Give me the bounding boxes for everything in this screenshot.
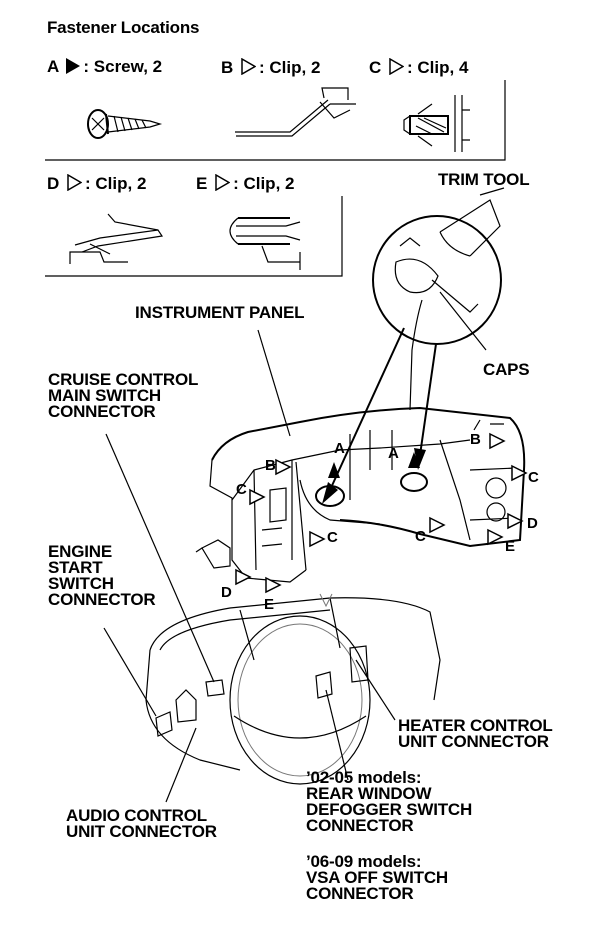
fastener-e-letter: E (196, 174, 208, 193)
fastener-c-desc: : Clip, 4 (407, 58, 469, 77)
trim-tool-circle (372, 187, 505, 345)
marker-b-left: B (265, 457, 276, 474)
marker-c-4: C (415, 528, 426, 545)
open-triangle-icon (241, 57, 257, 79)
marker-b-right: B (470, 431, 481, 448)
fastener-d-desc: : Clip, 2 (85, 174, 147, 193)
vsa-line-1: ’06-09 models: (306, 852, 422, 871)
engine-line-1: ENGINE (48, 542, 112, 561)
clip-b-illustration (235, 87, 356, 137)
page-title: Fastener Locations (47, 18, 200, 37)
rear-window-line-1: ’02-05 models: (306, 768, 422, 787)
vsa-line-3: CONNECTOR (306, 884, 414, 903)
cruise-control-connector-label: CRUISE CONTROL MAIN SWITCH CONNECTOR (48, 370, 199, 421)
fastener-a-key: A : Screw, 2 (47, 58, 162, 76)
screw-illustration (87, 109, 163, 139)
marker-e-left: E (264, 596, 274, 613)
legend-frame-bottom (45, 196, 343, 277)
instrument-panel-label: INSTRUMENT PANEL (135, 303, 305, 322)
clip-d-illustration (69, 213, 164, 264)
legend-frame-top (45, 80, 506, 161)
caps-leader (439, 291, 487, 351)
vsa-line-2: VSA OFF SWITCH (306, 868, 449, 887)
rear-window-line-4: CONNECTOR (306, 816, 414, 835)
rear-window-defogger-label: ’02-05 models: REAR WINDOW DEFOGGER SWIT… (306, 768, 473, 835)
magnify-arrows (322, 327, 437, 504)
clip-markers (235, 432, 528, 594)
marker-c-1: C (236, 481, 247, 498)
clip-c-illustration (403, 95, 470, 152)
fastener-b-key: B : Clip, 2 (221, 57, 321, 79)
open-triangle-icon (215, 173, 231, 195)
fastener-a-letter: A (47, 57, 59, 76)
trim-tool-label: TRIM TOOL (438, 170, 530, 189)
audio-line-1: AUDIO CONTROL (66, 806, 207, 825)
open-triangle-icon (67, 173, 83, 195)
marker-d-left: D (221, 584, 232, 601)
audio-line-2: UNIT CONNECTOR (66, 822, 217, 841)
clip-e-illustration (229, 217, 301, 270)
marker-a-right: A (388, 445, 399, 462)
rear-window-line-2: REAR WINDOW (306, 784, 432, 803)
filled-triangle-icon (66, 58, 81, 74)
heater-control-connector-label: HEATER CONTROL UNIT CONNECTOR (398, 716, 553, 751)
engine-line-2: START (48, 558, 103, 577)
vsa-off-switch-label: ’06-09 models: VSA OFF SWITCH CONNECTOR (306, 852, 449, 903)
fastener-b-letter: B (221, 58, 234, 77)
fastener-a-desc: : Screw, 2 (83, 57, 163, 76)
marker-d-right: D (527, 515, 538, 532)
cruise-line-3: CONNECTOR (48, 402, 156, 421)
cruise-line-1: CRUISE CONTROL (48, 370, 199, 389)
fastener-e-desc: : Clip, 2 (233, 174, 295, 193)
engine-line-4: CONNECTOR (48, 590, 156, 609)
dashboard-outline (145, 593, 441, 785)
caps-label: CAPS (483, 360, 530, 379)
marker-e-right: E (505, 538, 515, 555)
heater-line-1: HEATER CONTROL (398, 716, 553, 735)
leader-lines (103, 329, 396, 803)
engine-start-connector-label: ENGINE START SWITCH CONNECTOR (48, 542, 156, 609)
fastener-b-desc: : Clip, 2 (259, 58, 321, 77)
audio-control-connector-label: AUDIO CONTROL UNIT CONNECTOR (66, 806, 217, 841)
marker-a-left: A (334, 440, 345, 457)
fastener-c-key: C : Clip, 4 (369, 57, 469, 79)
fastener-d-key: D : Clip, 2 (47, 173, 147, 195)
fastener-d-letter: D (47, 174, 60, 193)
heater-line-2: UNIT CONNECTOR (398, 732, 549, 751)
engine-line-3: SWITCH (48, 574, 114, 593)
rear-window-line-3: DEFOGGER SWITCH (306, 800, 473, 819)
marker-c-3: C (528, 469, 539, 486)
fastener-c-letter: C (369, 58, 382, 77)
fastener-e-key: E : Clip, 2 (196, 173, 295, 195)
marker-c-2: C (327, 529, 338, 546)
open-triangle-icon (389, 57, 405, 79)
cruise-line-2: MAIN SWITCH (48, 386, 162, 405)
